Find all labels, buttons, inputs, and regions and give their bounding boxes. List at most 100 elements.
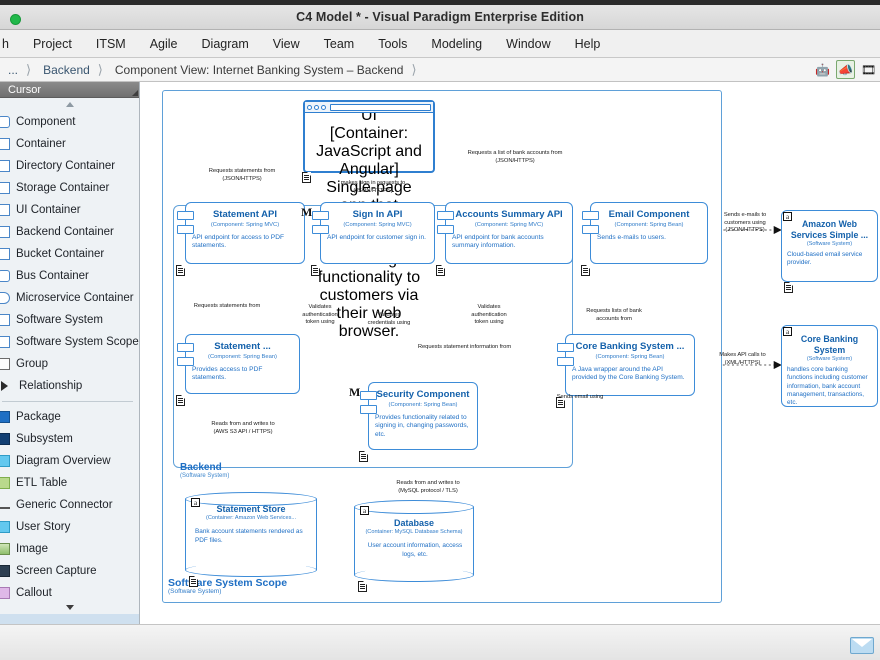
shape-palette: Cursor Component Container Directory Con… xyxy=(0,82,140,624)
screen-capture-icon xyxy=(0,565,10,577)
palette-item-label: Group xyxy=(16,358,48,370)
palette-scroll-down[interactable] xyxy=(0,601,139,614)
palette-item-component[interactable]: Component xyxy=(0,111,139,133)
menu-item-h[interactable]: h xyxy=(2,36,9,51)
node-type: (Software System) xyxy=(806,356,853,362)
node-title: Core Banking System xyxy=(800,334,859,355)
ui-container-icon xyxy=(0,204,10,216)
node-ui[interactable]: UI [Container: JavaScript and Angular] S… xyxy=(302,100,435,340)
palette-item-package[interactable]: Package xyxy=(0,406,139,428)
palette-item-bucket-container[interactable]: Bucket Container xyxy=(0,243,139,265)
edge-label-sends-email-using: Sends email using xyxy=(556,394,604,400)
node-core-banking-system-facade[interactable]: Core Banking System ... (Component: Spri… xyxy=(556,334,695,408)
node-sign-in-api[interactable]: M Sign In API (Component: Spring MVC) AP… xyxy=(301,202,435,276)
palette-item-bus-container[interactable]: Bus Container xyxy=(0,265,139,287)
software-system-scope-sublabel: (Software System) xyxy=(168,588,222,595)
breadcrumb-item-current[interactable]: Component View: Internet Banking System … xyxy=(107,62,421,78)
menu-item-agile[interactable]: Agile xyxy=(149,36,178,51)
menu-item-project[interactable]: Project xyxy=(32,36,72,51)
cylinder-top xyxy=(354,500,474,514)
palette-header-cursor[interactable]: Cursor xyxy=(0,82,139,98)
palette-item-label: Diagram Overview xyxy=(16,455,111,467)
node-description: API endpoint for bank accounts summary i… xyxy=(452,234,544,250)
node-description: Sends e-mails to users. xyxy=(597,234,666,241)
node-description: API endpoint for customer sign in. xyxy=(327,234,426,241)
menu-item-view[interactable]: View xyxy=(272,36,300,51)
node-amazon-web-services[interactable]: a Amazon Web Services Simple ... (Softwa… xyxy=(781,210,878,293)
palette-item-subsystem[interactable]: Subsystem xyxy=(0,428,139,450)
filmstrip-icon[interactable]: 🎞 xyxy=(860,62,877,77)
node-description: User account information, access logs, e… xyxy=(367,542,463,558)
cylinder-bottom xyxy=(354,568,474,582)
node-title: Statement API xyxy=(212,209,278,220)
palette-item-image[interactable]: Image xyxy=(0,538,139,560)
robot-icon[interactable]: 🤖 xyxy=(815,62,830,77)
node-accounts-summary-api[interactable]: Accounts Summary API (Component: Spring … xyxy=(436,202,573,276)
palette-item-software-system[interactable]: Software System xyxy=(0,309,139,331)
node-email-component[interactable]: Email Component (Component: Spring Bean)… xyxy=(581,202,708,276)
diagram-canvas[interactable]: Software System Scope (Software System) … xyxy=(140,82,880,624)
palette-item-label: Software System Scope xyxy=(16,336,139,348)
node-statement-component[interactable]: Statement ... (Component: Spring Bean) P… xyxy=(176,334,300,406)
node-title: Core Banking System ... xyxy=(575,341,685,352)
anchor-badge-icon: a xyxy=(783,212,792,221)
edge-label-requests-statement-information: Requests statement information from xyxy=(417,344,512,350)
node-title: Amazon Web Services Simple ... xyxy=(790,219,869,240)
breadcrumb-item-root[interactable]: ... ⟩ xyxy=(0,62,35,78)
document-badge-icon xyxy=(176,395,185,406)
document-badge-icon xyxy=(436,265,445,276)
palette-item-group[interactable]: Group xyxy=(0,353,139,375)
menu-item-window[interactable]: Window xyxy=(506,36,551,51)
node-database[interactable]: a Database (Container: MySQL Database Sc… xyxy=(354,500,474,592)
megaphone-icon[interactable]: 📣 xyxy=(836,60,855,79)
mail-icon[interactable] xyxy=(850,637,874,654)
palette-item-label: Container xyxy=(16,138,66,150)
palette-item-software-system-scope[interactable]: Software System Scope xyxy=(0,331,139,353)
breadcrumb-label: ... xyxy=(8,62,19,77)
menu-bar: h Project ITSM Agile Diagram View Team T… xyxy=(0,30,880,58)
breadcrumb: ... ⟩ Backend ⟩ Component View: Internet… xyxy=(0,58,880,82)
palette-item-label: Package xyxy=(16,411,61,423)
menu-item-tools[interactable]: Tools xyxy=(378,36,408,51)
menu-item-itsm[interactable]: ITSM xyxy=(95,36,126,51)
edge-label-validates-authentication-token-1: Validates authentication token using xyxy=(302,304,338,326)
node-security-component[interactable]: M Security Component (Component: Spring … xyxy=(349,382,478,462)
breadcrumb-label: Backend xyxy=(43,62,90,77)
window-status-dot[interactable] xyxy=(10,14,21,25)
menu-item-help[interactable]: Help xyxy=(574,36,601,51)
cylinder-top xyxy=(185,492,317,506)
palette-item-etl-table[interactable]: ETL Table xyxy=(0,472,139,494)
menu-item-diagram[interactable]: Diagram xyxy=(201,36,249,51)
palette-item-generic-connector[interactable]: Generic Connector xyxy=(0,494,139,516)
palette-item-diagram-overview[interactable]: Diagram Overview xyxy=(0,450,139,472)
palette-item-directory-container[interactable]: Directory Container xyxy=(0,155,139,177)
relationship-arrow-icon xyxy=(1,381,13,391)
palette-item-container[interactable]: Container xyxy=(0,133,139,155)
palette-item-backend-container[interactable]: Backend Container xyxy=(0,221,139,243)
package-icon xyxy=(0,411,10,423)
breadcrumb-item-backend[interactable]: Backend ⟩ xyxy=(35,62,107,78)
palette-scroll-up[interactable] xyxy=(0,98,139,111)
palette-item-ui-container[interactable]: UI Container xyxy=(0,199,139,221)
menu-item-modeling[interactable]: Modeling xyxy=(431,36,483,51)
title-bar-top-strip xyxy=(0,0,880,5)
menu-item-team[interactable]: Team xyxy=(323,36,355,51)
image-icon xyxy=(0,543,10,555)
anchor-badge-icon: a xyxy=(360,506,369,515)
palette-item-screen-capture[interactable]: Screen Capture xyxy=(0,560,139,582)
node-statement-store[interactable]: a Statement Store (Container: Amazon Web… xyxy=(185,492,317,587)
palette-item-storage-container[interactable]: Storage Container xyxy=(0,177,139,199)
palette-item-label: Storage Container xyxy=(16,182,110,194)
document-badge-icon xyxy=(189,576,198,587)
node-core-banking-system[interactable]: a Core Banking System (Software System) … xyxy=(781,325,878,407)
node-title: Email Component xyxy=(608,209,690,220)
node-statement-api[interactable]: Statement API (Component: Spring MVC) AP… xyxy=(176,202,305,276)
node-type: (Component: Spring MVC) xyxy=(343,222,412,228)
cylinder-bottom xyxy=(185,563,317,577)
node-title: Statement Store xyxy=(216,504,286,514)
palette-item-callout[interactable]: Callout xyxy=(0,582,139,604)
palette-item-user-story[interactable]: User Story xyxy=(0,516,139,538)
chevron-right-icon: ⟩ xyxy=(26,61,32,77)
palette-item-relationship[interactable]: Relationship xyxy=(0,375,139,397)
palette-item-microservice-container[interactable]: Microservice Container xyxy=(0,287,139,309)
